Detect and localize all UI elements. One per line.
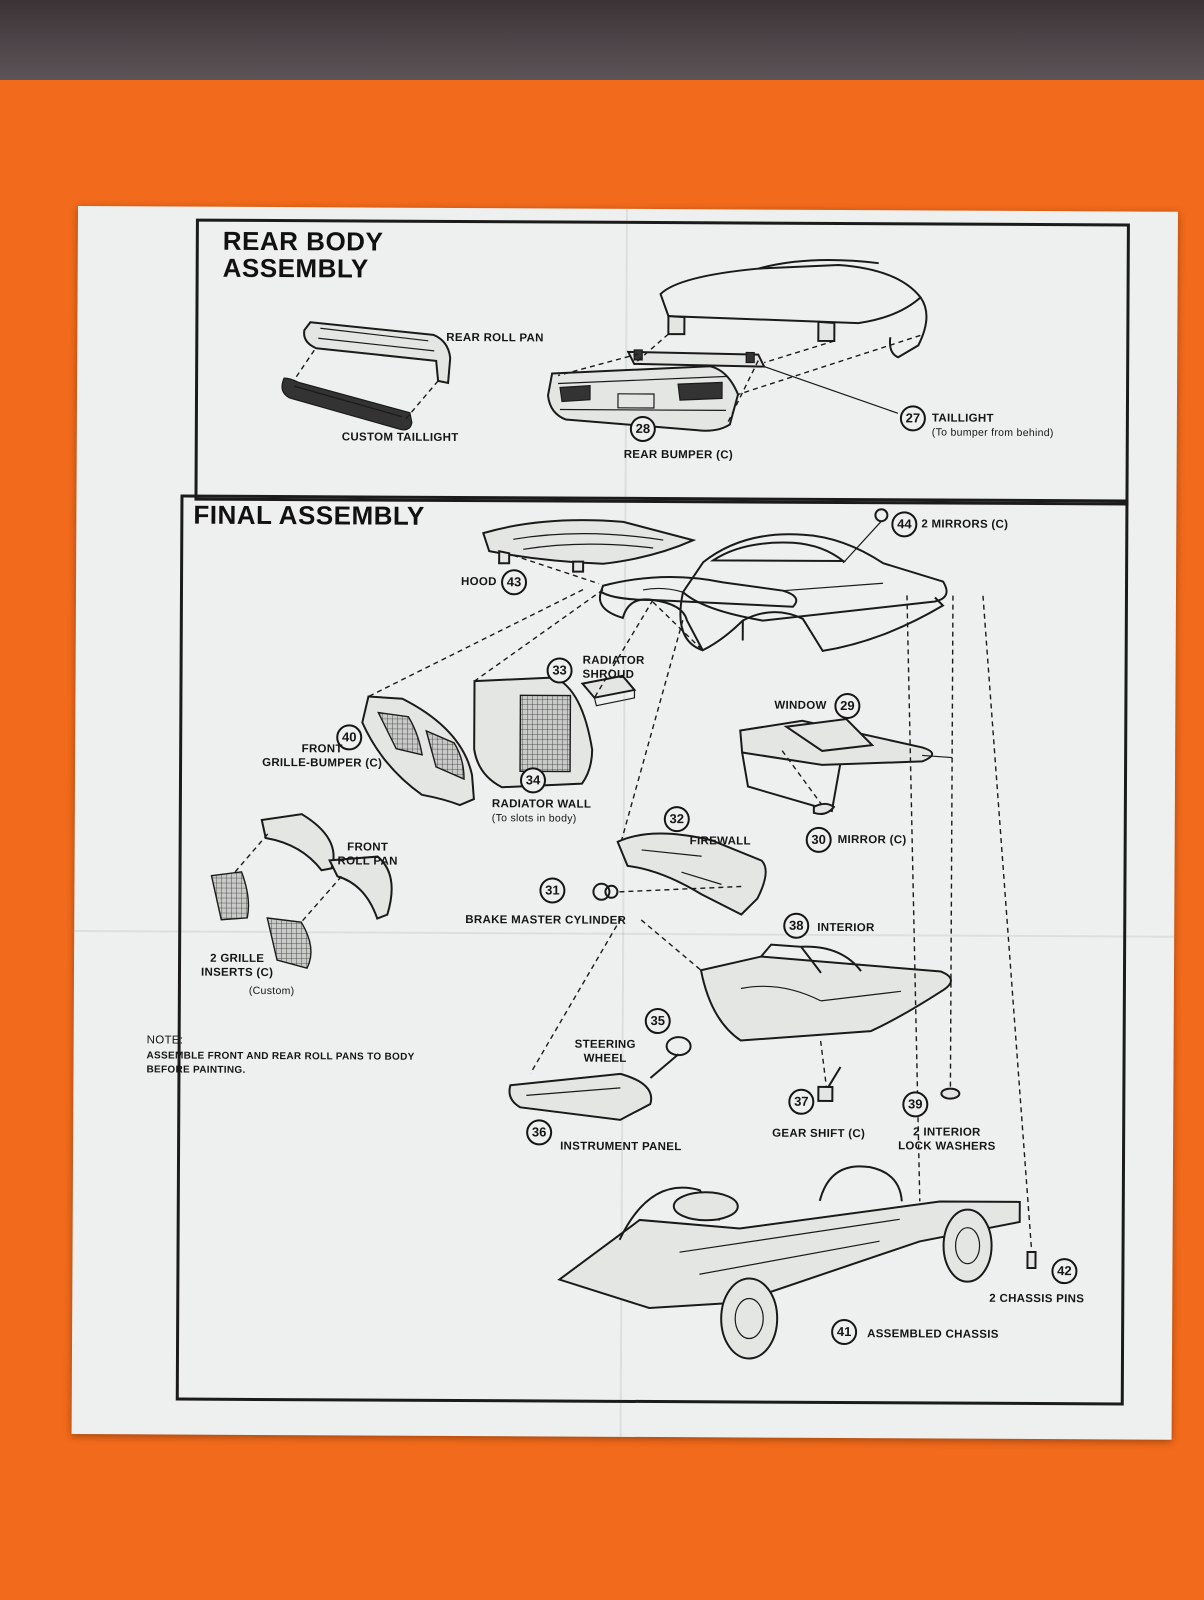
interior-part-number: 38 — [783, 912, 810, 939]
interior-tub-drawing — [699, 943, 952, 1042]
mirrors-part-number: 44 — [891, 511, 918, 538]
hood-part-number: 43 — [500, 569, 528, 596]
grille-inserts-label: 2 GRILLE INSERTS (C) — [200, 952, 274, 980]
rear-body-assembly-panel: REAR BODY ASSEMBLY — [194, 218, 1130, 506]
firewall-label: FIREWALL — [689, 835, 751, 848]
radiator-shroud-part-number: 33 — [546, 657, 573, 684]
hood-label: HOOD — [461, 576, 497, 589]
brake-master-cylinder-drawing — [592, 882, 619, 901]
grille-inserts-custom-label: (Custom) — [248, 984, 295, 998]
taillight-part-number: 27 — [899, 405, 926, 432]
rear-roll-pan-drawing — [303, 321, 452, 385]
instruction-sheet: REAR BODY ASSEMBLY — [71, 206, 1178, 1440]
taillight-note: (To bumper from behind) — [931, 426, 1054, 440]
firewall-part-number: 32 — [663, 806, 690, 833]
steering-wheel-part-number: 35 — [644, 1007, 671, 1035]
front-grille-label: FRONT GRILLE-BUMPER (C) — [262, 743, 383, 770]
front-roll-pan-label: FRONT ROLL PAN — [337, 841, 398, 868]
assembled-chassis-label: ASSEMBLED CHASSIS — [867, 1328, 999, 1341]
radiator-shroud-label: RADIATOR SHROUD — [582, 654, 645, 681]
radiator-wall-label: RADIATOR WALL — [491, 798, 592, 811]
brake-label: BRAKE MASTER CYLINDER — [465, 914, 627, 927]
instrument-panel-label: INSTRUMENT PANEL — [560, 1140, 682, 1154]
note-text: ASSEMBLE FRONT AND REAR ROLL PANS TO BOD… — [146, 1050, 415, 1076]
rear-body-shell-drawing — [659, 259, 928, 359]
gear-shift-drawing — [817, 1066, 842, 1102]
window-drawing — [739, 717, 953, 813]
background-wall — [0, 0, 1204, 80]
rear-roll-pan-label: REAR ROLL PAN — [446, 331, 544, 345]
mirrors-label: 2 MIRRORS (C) — [921, 518, 1009, 531]
steering-wheel-drawing — [649, 1036, 692, 1079]
interior-mirror-drawing — [812, 802, 836, 816]
custom-taillight-drawing — [281, 377, 413, 431]
interior-label: INTERIOR — [817, 921, 875, 935]
window-part-number: 29 — [834, 692, 861, 720]
lock-washers-label: 2 INTERIOR LOCK WASHERS — [898, 1126, 996, 1153]
taillight-strip-drawing — [626, 349, 766, 368]
lock-washers-part-number: 39 — [902, 1091, 929, 1118]
taillight-label: TAILLIGHT — [931, 412, 994, 425]
final-assembly-title: FINAL ASSEMBLY — [193, 499, 425, 531]
brake-part-number: 31 — [539, 877, 566, 904]
final-assembly-diagram — [210, 508, 1037, 1360]
custom-taillight-label: CUSTOM TAILLIGHT — [341, 431, 459, 444]
steering-wheel-label: STEERING WHEEL — [574, 1038, 636, 1065]
radiator-wall-note: (To slots in body) — [491, 812, 577, 825]
radiator-wall-part-number: 34 — [519, 767, 547, 794]
chassis-pins-part-number: 42 — [1051, 1258, 1078, 1285]
hood-drawing — [482, 519, 697, 573]
final-assembly-panel: FINAL ASSEMBLY — [146, 494, 1129, 1406]
assembled-chassis-part-number: 41 — [831, 1318, 858, 1346]
rear-body-title: REAR BODY ASSEMBLY — [222, 225, 384, 284]
rear-bumper-part-number: 28 — [629, 415, 656, 443]
gear-shift-label: GEAR SHIFT (C) — [772, 1127, 866, 1141]
mirror-part-number: 30 — [805, 826, 832, 853]
window-label: WINDOW — [774, 699, 827, 712]
chassis-pins-label: 2 CHASSIS PINS — [989, 1292, 1085, 1306]
note-heading: NOTE: — [146, 1034, 184, 1047]
mirror-label: MIRROR (C) — [837, 833, 907, 847]
gear-shift-part-number: 37 — [788, 1088, 815, 1115]
lock-washer-drawing — [940, 1087, 961, 1100]
chassis-pin-drawing — [1026, 1250, 1037, 1270]
instrument-panel-part-number: 36 — [526, 1119, 553, 1146]
instrument-panel-drawing — [508, 1072, 653, 1121]
rear-bumper-label: REAR BUMPER (C) — [623, 448, 734, 462]
